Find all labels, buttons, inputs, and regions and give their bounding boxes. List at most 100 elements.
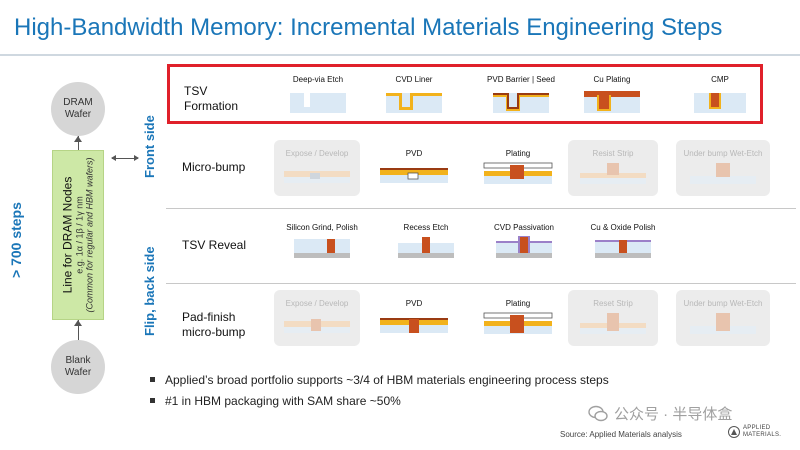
cmp-diagram xyxy=(694,93,746,113)
step-label: Cu Plating xyxy=(593,75,631,84)
tsv-formation-highlight xyxy=(167,64,763,124)
step-label: Reset Strip xyxy=(593,299,633,308)
watermark-text: 公众号 · 半导体盒 xyxy=(614,406,733,423)
wet-etch-diagram xyxy=(690,163,756,184)
blank-wafer-line2: Wafer xyxy=(64,367,92,378)
row-divider xyxy=(166,283,796,284)
step-deep-via-etch: Deep-via Etch xyxy=(280,74,356,115)
bullet-item: Applied’s broad portfolio supports ~3/4 … xyxy=(150,370,609,391)
applied-materials-logo: APPLIED MATERIALS. xyxy=(728,425,781,439)
bullet-square-icon xyxy=(150,398,155,404)
row-label-line: TSV Reveal xyxy=(182,238,247,252)
dram-line-text: Line for DRAM Nodes e.g. 1α / 1β / 1γ nm… xyxy=(60,153,95,318)
cu-plating-diagram xyxy=(584,91,640,113)
recess-etch-diagram xyxy=(398,237,454,258)
step-expose-develop-2: Expose / Develop xyxy=(274,290,360,346)
step-under-bump-wet-etch-2: Under bump Wet-Etch xyxy=(676,290,770,346)
expose-develop-diagram xyxy=(284,319,350,333)
logo-text-line: MATERIALS. xyxy=(743,432,782,438)
deep-via-etch-diagram xyxy=(290,93,346,113)
dram-wafer-line2: Wafer xyxy=(64,109,92,120)
row-label-line: TSV xyxy=(184,84,208,98)
step-resist-strip: Resist Strip xyxy=(568,140,658,196)
row-label-line: micro-bump xyxy=(182,325,246,339)
pvd-diagram xyxy=(380,318,448,333)
row-label-line: Pad-finish xyxy=(182,310,236,324)
title-divider xyxy=(0,54,800,56)
plating-diagram xyxy=(483,162,553,184)
step-label: Silicon Grind, Polish xyxy=(286,223,358,232)
cvd-liner-diagram xyxy=(386,93,442,113)
dram-wafer-line1: DRAM xyxy=(63,97,93,108)
silicon-grind-diagram xyxy=(294,239,350,258)
connector-bottom xyxy=(78,320,79,340)
step-label: CVD Liner xyxy=(395,75,433,84)
bullet-text: Applied’s broad portfolio supports ~3/4 … xyxy=(165,373,609,387)
row-label-line: Micro-bump xyxy=(182,160,246,174)
step-plating-2: Plating xyxy=(476,298,560,339)
step-label: Expose / Develop xyxy=(285,149,349,158)
row-label-tsv-reveal: TSV Reveal xyxy=(182,238,246,253)
wechat-icon xyxy=(588,405,608,422)
pvd-diagram xyxy=(380,168,448,183)
step-pvd-barrier-seed: PVD Barrier | Seed xyxy=(476,74,566,115)
dram-line-title: Line for DRAM Nodes xyxy=(60,176,75,294)
step-label: Plating xyxy=(505,299,531,308)
row-divider xyxy=(166,208,796,209)
row-label-micro-bump: Micro-bump xyxy=(182,160,245,175)
logo-text: APPLIED MATERIALS. xyxy=(743,425,781,439)
step-label: PVD Barrier | Seed xyxy=(487,75,555,84)
resist-strip-diagram xyxy=(580,163,646,184)
connector-top xyxy=(78,136,79,150)
front-side-label: Front side xyxy=(142,115,157,178)
applied-materials-icon xyxy=(728,426,740,438)
bullet-list: Applied’s broad portfolio supports ~3/4 … xyxy=(150,370,609,412)
step-label: CVD Passivation xyxy=(493,223,555,232)
step-pvd-2: PVD xyxy=(374,298,454,339)
source-note: Source: Applied Materials analysis xyxy=(560,430,682,439)
back-side-label: Flip, back side xyxy=(142,246,157,336)
step-label: Expose / Develop xyxy=(285,299,349,308)
steps-count: > 700 steps xyxy=(8,202,24,278)
arrow-up-icon xyxy=(74,136,82,142)
step-label: Plating xyxy=(505,149,531,158)
step-cmp: CMP xyxy=(682,74,758,115)
step-label: Under bump Wet-Etch xyxy=(683,149,763,158)
step-cvd-passivation: CVD Passivation xyxy=(484,222,564,261)
row-label-line: Formation xyxy=(184,99,239,113)
wet-etch-diagram xyxy=(690,313,756,334)
cu-oxide-polish-diagram xyxy=(595,240,651,258)
page-title: High-Bandwidth Memory: Incremental Mater… xyxy=(14,14,723,41)
dram-line-note: (Common for regular and HBM wafers) xyxy=(84,157,95,313)
double-arrow-icon xyxy=(111,155,139,161)
step-silicon-grind: Silicon Grind, Polish xyxy=(276,222,368,261)
watermark: 公众号 · 半导体盒 xyxy=(588,403,732,424)
step-expose-develop: Expose / Develop xyxy=(274,140,360,196)
step-cu-oxide-polish: Cu & Oxide Polish xyxy=(578,222,668,261)
reset-strip-diagram xyxy=(580,313,646,334)
arrow-up-icon xyxy=(74,320,82,326)
bullet-text: #1 in HBM packaging with SAM share ~50% xyxy=(165,394,401,408)
step-plating: Plating xyxy=(476,148,560,189)
step-label: Under bump Wet-Etch xyxy=(683,299,763,308)
step-label: PVD xyxy=(405,149,423,158)
step-under-bump-wet-etch: Under bump Wet-Etch xyxy=(676,140,770,196)
plating-diagram xyxy=(483,312,553,334)
expose-develop-diagram xyxy=(284,171,350,183)
row-label-tsv-formation: TSV Formation xyxy=(184,84,238,114)
dram-line-box: Line for DRAM Nodes e.g. 1α / 1β / 1γ nm… xyxy=(52,150,104,320)
step-label: Cu & Oxide Polish xyxy=(590,223,656,232)
dram-node-examples: e.g. 1α / 1β / 1γ nm xyxy=(74,196,85,274)
step-cu-plating: Cu Plating xyxy=(574,74,650,115)
logo-text-line: APPLIED xyxy=(743,425,771,431)
step-pvd: PVD xyxy=(374,148,454,189)
pvd-barrier-diagram xyxy=(493,93,549,113)
step-cvd-liner: CVD Liner xyxy=(376,74,452,115)
step-reset-strip: Reset Strip xyxy=(568,290,658,346)
step-label: PVD xyxy=(405,299,423,308)
cvd-passivation-diagram xyxy=(496,236,552,258)
blank-wafer-line1: Blank xyxy=(65,355,91,366)
bullet-square-icon xyxy=(150,377,155,383)
